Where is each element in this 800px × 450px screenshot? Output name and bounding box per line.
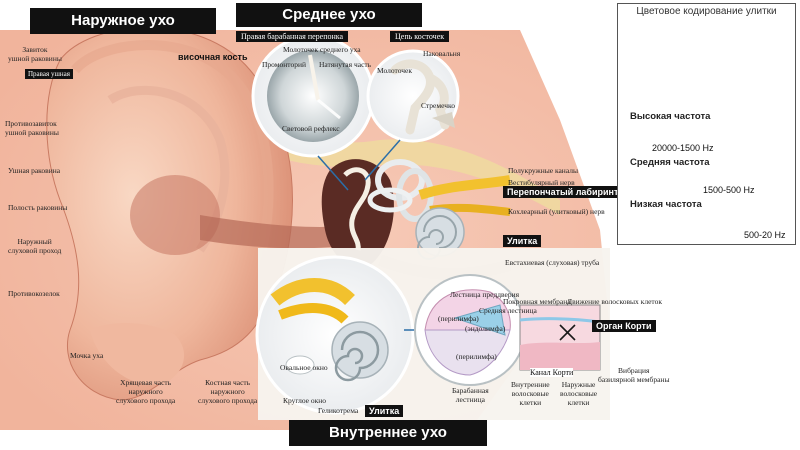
label-lobule: Мочка уха (70, 351, 104, 360)
helix-rim (71, 40, 274, 252)
legend-mid-heading: Средняя частота (630, 157, 710, 168)
legend-high-range: 20000-1500 Hz (652, 143, 714, 153)
legend-high-heading: Высокая частота (630, 111, 711, 122)
label-tense-part: Натянутая часть (319, 60, 372, 69)
label-oval-window: Овальное окно (280, 363, 328, 372)
tag-membranous-labyrinth: Перепончатый лабиринт (503, 186, 623, 198)
inner-ear-magnifier (255, 255, 415, 415)
label-semicircular: Полукружные каналы (508, 166, 578, 175)
label-bony-canal: Костная часть наружного слухового проход… (198, 378, 258, 405)
ossicle-chain (343, 167, 371, 251)
connector-ossicles (364, 139, 401, 181)
label-perilymph-top: (перилимфа) (438, 314, 479, 323)
vestibular-nerve (418, 175, 511, 200)
label-malleus-handle: Молоточек среднего уха (283, 45, 361, 54)
label-scala-vestibuli: Лестница преддверия (450, 290, 520, 299)
label-antitragus: Противокозелок (8, 289, 60, 298)
bone-band (200, 95, 560, 215)
legend-mid-range: 1500-500 Hz (703, 185, 755, 195)
label-cavum: Полость раковины (8, 203, 68, 212)
connector-tympanic (317, 155, 349, 191)
label-antihelix: Противозавиток ушной раковины (5, 119, 59, 137)
label-helix: Завиток ушной раковины (8, 45, 62, 63)
legend-title: Цветовое кодирование улитки (636, 6, 777, 17)
tympanic-magnifier (251, 34, 375, 158)
label-scala-tympani: Барабанная лестница (452, 386, 489, 404)
label-reissner: Покровная мембрана (503, 297, 571, 306)
cochlea-color-legend: Цветовое кодирование улитки Высокая част… (617, 3, 796, 245)
middle-ear-header: Среднее ухо (236, 3, 422, 27)
tag-corti-canal: Канал Корти (530, 368, 574, 377)
inner-ear-header: Внутреннее ухо (289, 420, 487, 446)
label-promontory: Промонторий (262, 60, 306, 69)
label-temporal-bone: височная кость (178, 52, 248, 62)
legend-low-range: 500-20 Hz (744, 230, 786, 240)
label-perilymph-bottom: (перилимфа) (456, 352, 497, 361)
ossicle-magnifier (366, 49, 460, 143)
tag-organ-of-corti: Орган Корти (592, 320, 656, 332)
label-eustachian: Евстахиевая (слуховая) труба (505, 258, 600, 267)
outer-ear-header: Наружное ухо (30, 8, 216, 34)
label-concha: Ушная раковина (8, 166, 61, 175)
label-scala-media: Средняя лестница (479, 306, 537, 315)
tag-cochlea: Улитка (503, 235, 542, 247)
label-light-reflex: Световой рефлекс (282, 124, 340, 133)
label-endolymph: (эндолимфа) (465, 324, 506, 333)
label-malleus: Молоточек (377, 66, 413, 75)
label-hair-movement: Движение волосковых клеток (567, 297, 662, 306)
ear-canal (200, 215, 350, 249)
tag-right-auricle: Правая ушная (25, 69, 73, 79)
label-outer-hair: Наружные волосковые клетки (560, 380, 598, 407)
label-vestibular-nerve: Вестибулярный нерв (508, 178, 575, 187)
label-helicotrema: Геликотрема (318, 406, 359, 415)
label-stapes: Стремечко (421, 101, 456, 110)
tag-cochlea-bottom: Улитка (365, 405, 404, 417)
ossicles-subheader: Цепь косточек (390, 31, 450, 42)
label-cochlear-nerve: Кохлеарный (улитковый) нерв (508, 207, 605, 216)
ear-lobe (90, 323, 185, 385)
cochlea-cross-section (414, 274, 526, 386)
label-canal: Наружный слуховой проход (8, 237, 62, 255)
label-incus: Наковальня (423, 49, 461, 58)
label-cartilage-canal: Хрящевая часть наружного слухового прохо… (116, 378, 176, 405)
label-inner-hair: Внутренние волосковые клетки (511, 380, 550, 407)
middle-ear-cavity (321, 159, 394, 268)
organ-of-corti-detail (519, 304, 601, 371)
tympanic-subheader: Правая барабанная перепонка (236, 31, 349, 42)
label-round-window: Круглое окно (283, 396, 327, 405)
concha-hollow (130, 175, 220, 255)
label-basilar-vibration: Вибрация базилярной мембраны (598, 366, 670, 384)
legend-low-heading: Низкая частота (630, 199, 702, 210)
